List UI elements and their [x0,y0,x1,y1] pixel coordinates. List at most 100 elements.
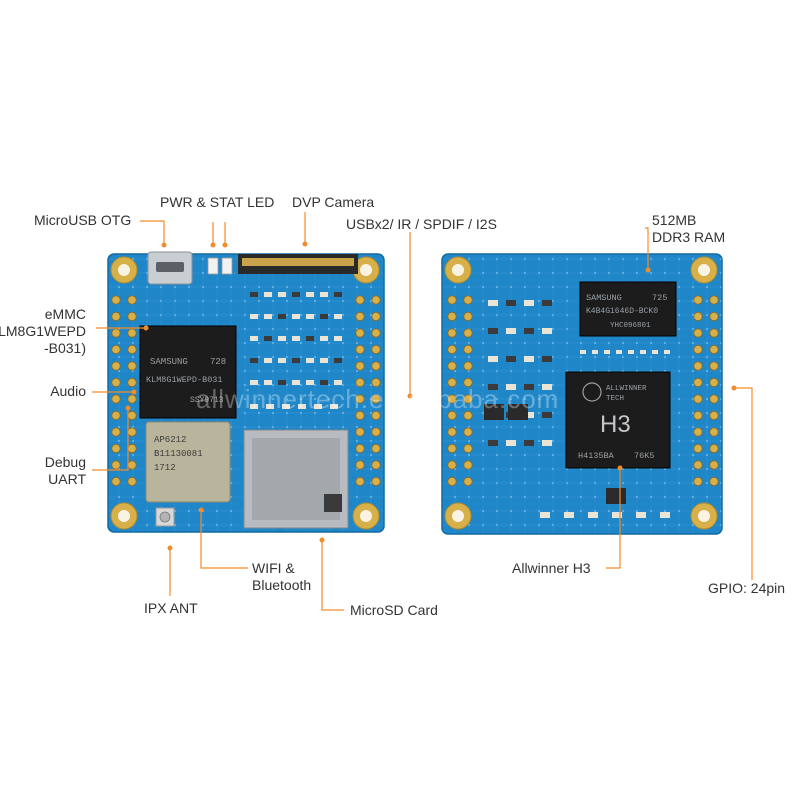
mounting-pads-left [110,256,380,530]
label-emmc-line1: eMMC [44,306,86,322]
passive-component [330,404,338,409]
header-pin [693,427,703,437]
passive-component [250,404,258,409]
emmc-brand: SAMSUNG [150,357,188,367]
passive-component [320,336,328,341]
header-pin [355,394,365,404]
label-emmc-line3: -B031) [43,340,86,356]
callout-ddr3 [645,227,649,270]
label-debug-uart: Debug UART [45,454,86,488]
header-pin [709,427,719,437]
passive-component [320,380,328,385]
label-debug-line1: Debug [44,454,86,470]
callout-microusb [140,220,165,245]
label-audio: Audio [50,383,86,399]
passive-component [612,512,622,518]
ram-code: 725 [652,293,667,303]
label-emmc-line2: LM8G1WEPD [0,323,86,339]
header-pin [127,311,137,322]
header-pin [371,311,381,322]
ddr3-ram-chip: SAMSUNG 725 K4B4G1646D-BCK0 YHC096801 [579,281,677,337]
header-pin [371,410,381,421]
passive-component [660,512,670,518]
header-pin [111,394,121,404]
passive-component [334,358,342,363]
passive-component [506,384,516,390]
passive-component [506,300,516,306]
emmc-lot: SSY9713 [190,396,224,405]
passive-component [664,350,670,354]
passive-component [264,314,272,319]
header-pin [693,443,703,454]
soc-brand-line1: ALLWINNER [606,385,647,393]
header-pads-right-b [693,295,719,487]
passive-component [250,292,258,297]
ipx-antenna-connector [155,507,175,527]
passive-component [320,314,328,319]
header-pin [111,460,121,470]
header-pin [693,295,703,305]
header-pin [447,410,457,421]
right-board: SAMSUNG 725 K4B4G1646D-BCK0 YHC096801 AL… [441,253,723,535]
header-pin [111,410,121,421]
passive-component [488,356,498,362]
soc-part: H4135BA [578,451,615,461]
passive-component [278,336,286,341]
pwr-stat-leds [207,257,233,275]
header-pin [111,328,121,338]
passive-component [588,512,598,518]
header-pin [355,361,365,371]
emmc-code: 728 [210,357,226,367]
label-ipx-ant: IPX ANT [144,600,198,616]
passive-component [542,412,552,418]
label-emmc: eMMC LM8G1WEPD -B031) [0,306,86,357]
header-pin [447,460,457,470]
header-pin [447,377,457,388]
header-pin [693,311,703,322]
label-allwinner-h3: Allwinner H3 [512,560,591,576]
wifi-line2: B11130081 [154,449,203,459]
callout-gpio [734,387,753,580]
header-pin [693,460,703,470]
label-debug-line2: UART [48,471,86,487]
header-pin [355,460,365,470]
dvp-camera-connector [238,254,358,274]
passive-component [264,292,272,297]
passive-component [506,356,516,362]
header-pin [709,460,719,470]
header-pin [709,344,719,355]
header-pin [111,377,121,388]
callout-leds [212,222,226,245]
header-pin [693,344,703,355]
header-pin [355,328,365,338]
header-pin [447,476,457,487]
header-pin [463,460,473,470]
header-pin [463,476,473,487]
passive-component [278,380,286,385]
header-pin [709,377,719,388]
passive-component [506,328,516,334]
passive-component [292,380,300,385]
header-pin [371,460,381,470]
wifi-line3: 1712 [154,463,176,473]
header-pin [693,361,703,371]
label-wifi-bluetooth: WIFI & Bluetooth [252,560,311,594]
header-pin [127,394,137,404]
header-pin [111,295,121,305]
microsd-slot [243,429,349,529]
passive-component [266,404,274,409]
header-pin [447,361,457,371]
passive-component [652,350,658,354]
header-pin [447,443,457,454]
header-pin [709,295,719,305]
ram-part: K4B4G1646D-BCK0 [586,307,658,316]
passive-component [250,314,258,319]
passive-component [508,404,528,420]
label-gpio: GPIO: 24pin [708,580,786,596]
soc-brand-line2: TECH [606,395,624,403]
label-microsd-card: MicroSD Card [350,602,438,618]
header-pin [111,427,121,437]
passive-component [306,292,314,297]
passive-component [320,358,328,363]
